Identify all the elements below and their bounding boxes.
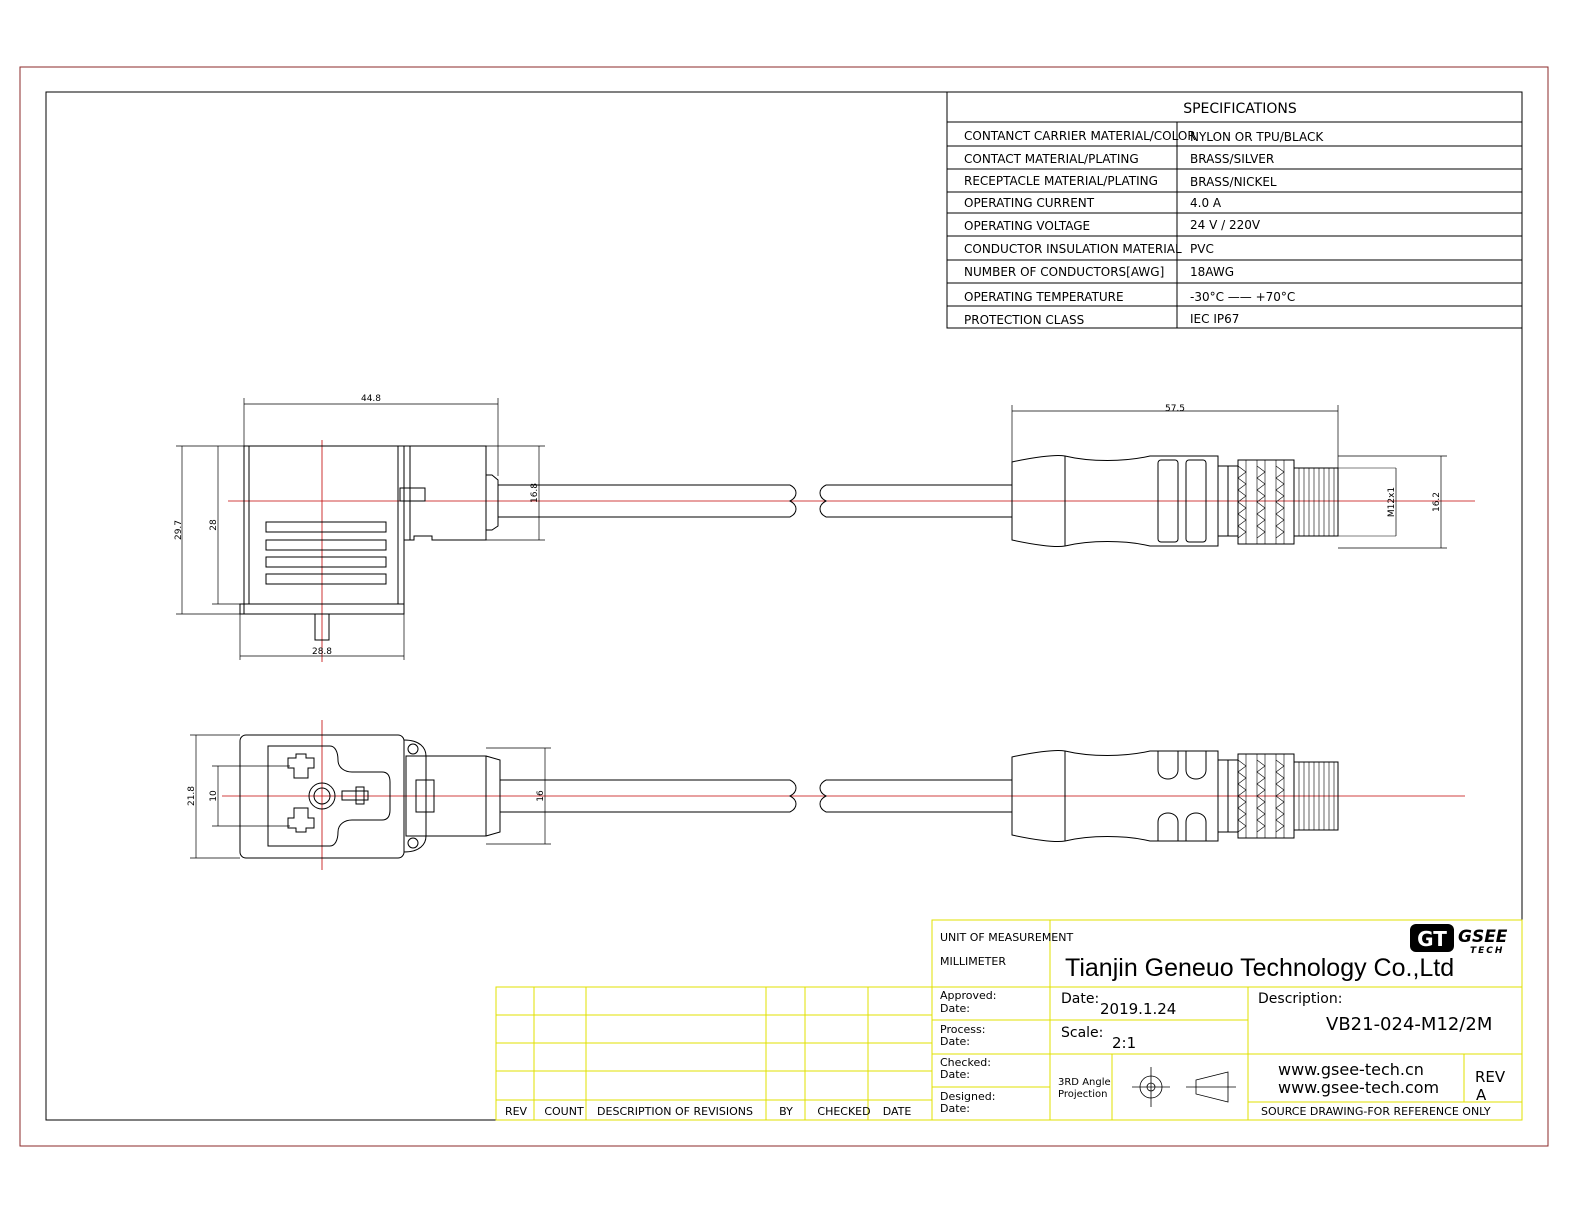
designed-label: Designed:	[940, 1090, 995, 1103]
side-view-dimensions	[176, 398, 1447, 660]
dimension-connector-diameter: 16.2	[1432, 492, 1442, 512]
revisions-header-checked: CHECKED	[817, 1105, 870, 1118]
approved-date-label: Date:	[940, 1002, 970, 1015]
spec-value: IEC IP67	[1190, 312, 1239, 326]
date-label: Date:	[1061, 991, 1099, 1007]
logo-sub: TECH	[1470, 946, 1504, 956]
checked-label: Checked:	[940, 1056, 991, 1069]
dimension-view2-height-inner: 10	[209, 790, 219, 802]
process-label: Process:	[940, 1023, 985, 1036]
checked-date-label: Date:	[940, 1068, 970, 1081]
revisions-table	[495, 986, 933, 1121]
spec-value: NYLON OR TPU/BLACK	[1190, 130, 1324, 144]
process-date-label: Date:	[940, 1035, 970, 1048]
dimension-height-inner: 28	[209, 519, 219, 531]
website-cn: www.gsee-tech.cn	[1278, 1060, 1424, 1079]
spec-label: OPERATING CURRENT	[964, 196, 1095, 210]
spec-label: NUMBER OF CONDUCTORS[AWG]	[964, 265, 1164, 279]
spec-value: 4.0 A	[1190, 196, 1222, 210]
spec-value: -30°C —— +70°C	[1190, 290, 1295, 304]
front-view-dimensions	[190, 734, 551, 859]
rev-value: A	[1476, 1086, 1487, 1104]
third-angle-projection-symbol	[1132, 1067, 1236, 1107]
company-name: Tianjin Geneuo Technology Co.,Ltd	[1065, 954, 1454, 982]
description-label: Description:	[1258, 991, 1342, 1007]
spec-label: PROTECTION CLASS	[964, 313, 1084, 327]
scale-value: 2:1	[1112, 1034, 1136, 1052]
rev-label: REV	[1475, 1068, 1506, 1086]
description-value: VB21-024-M12/2M	[1326, 1014, 1492, 1035]
revisions-header-rev: REV	[505, 1105, 528, 1118]
revisions-header-count: COUNT	[544, 1105, 584, 1118]
approved-label: Approved:	[940, 989, 996, 1002]
company-logo: GT GSEE TECH	[1410, 924, 1508, 956]
dimension-view2-height-outer: 21.8	[187, 786, 197, 806]
scale-label: Scale:	[1061, 1025, 1103, 1041]
spec-label: OPERATING VOLTAGE	[964, 219, 1090, 233]
dimension-top-width: 44.8	[361, 394, 381, 404]
projection-line1: 3RD Angle	[1058, 1077, 1111, 1088]
website-com: www.gsee-tech.com	[1278, 1078, 1439, 1097]
spec-label: CONDUCTOR INSULATION MATERIAL	[964, 242, 1182, 256]
dimension-thread: M12x1	[1387, 487, 1397, 517]
spec-label: RECEPTACLE MATERIAL/PLATING	[964, 174, 1158, 188]
logo-mark: GT	[1417, 927, 1447, 951]
unit-label: UNIT OF MEASUREMENT	[940, 931, 1073, 944]
spec-value: PVC	[1190, 242, 1214, 256]
specifications-title: SPECIFICATIONS	[1183, 101, 1297, 117]
dimension-connector-length: 57.5	[1165, 404, 1185, 414]
dimension-cable-height: 16.8	[530, 483, 540, 503]
designed-date-label: Date:	[940, 1102, 970, 1115]
dimension-height-outer: 29.7	[174, 520, 184, 540]
projection-line2: Projection	[1058, 1089, 1107, 1100]
footer-note: SOURCE DRAWING-FOR REFERENCE ONLY	[1261, 1105, 1491, 1118]
revisions-header-by: BY	[779, 1105, 793, 1118]
spec-value: BRASS/NICKEL	[1190, 175, 1277, 189]
spec-value: 24 V / 220V	[1190, 218, 1261, 232]
spec-label: OPERATING TEMPERATURE	[964, 290, 1124, 304]
spec-label: CONTANCT CARRIER MATERIAL/COLOR	[964, 129, 1196, 143]
date-value: 2019.1.24	[1100, 1000, 1176, 1018]
spec-value: 18AWG	[1190, 265, 1234, 279]
spec-value: BRASS/SILVER	[1190, 152, 1274, 166]
revisions-header-date: DATE	[883, 1105, 912, 1118]
spec-label: CONTACT MATERIAL/PLATING	[964, 152, 1139, 166]
dimension-bottom-width: 28.8	[312, 647, 332, 657]
sheet-outer-border	[19, 66, 1549, 1147]
front-view-drawing	[222, 720, 1465, 870]
revisions-header-description: DESCRIPTION OF REVISIONS	[597, 1105, 753, 1118]
dimension-view2-cable: 16	[536, 790, 546, 802]
unit-value: MILLIMETER	[940, 955, 1006, 968]
specifications-table: SPECIFICATIONS CONTANCT CARRIER MATERIAL…	[946, 91, 1523, 329]
title-block	[931, 919, 1523, 1121]
side-view-drawing	[228, 440, 1475, 662]
logo-name: GSEE	[1458, 927, 1508, 947]
